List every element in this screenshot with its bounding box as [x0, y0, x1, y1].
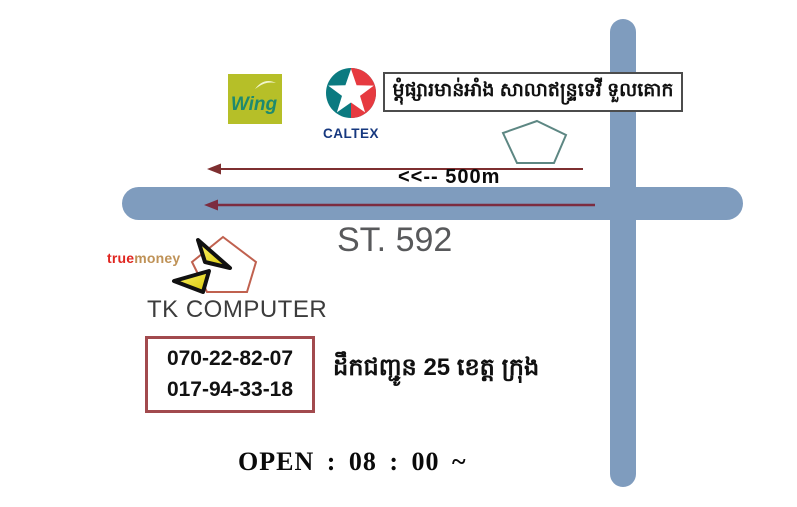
caltex-wordmark: CALTEX	[323, 126, 379, 141]
tk-dart-icon-bottom	[172, 269, 211, 294]
wing-wordmark: Wing	[231, 94, 278, 115]
tk-pentagon-outline	[190, 235, 258, 293]
distance-label: <<-- 500m	[398, 166, 501, 188]
wing-logo: Wing	[228, 74, 282, 124]
phone-numbers-box: 070-22-82-07 017-94-33-18	[145, 336, 315, 413]
road-horizontal-st592	[122, 187, 743, 220]
caltex-star-icon	[326, 68, 376, 118]
tk-dart-icon-top	[196, 238, 232, 270]
street-name: ST. 592	[337, 221, 453, 259]
landmark-label-box: ម្តុំផ្សារមាន់អាំង សាលាឥន្ទ្រទេវី ទួលគោក	[383, 72, 683, 112]
business-name: TK COMPUTER	[147, 296, 328, 323]
landmark-label-text: ម្តុំផ្សារមាន់អាំង សាលាឥន្ទ្រទេវី ទួលគោក	[392, 80, 674, 101]
phone-number-2: 017-94-33-18	[166, 378, 294, 402]
truemoney-wordmark-true: true	[107, 250, 135, 266]
delivery-note: ដឹកជញ្ជូន 25 ខេត្ត ក្រុង	[333, 354, 540, 381]
wing-logo-icon: Wing	[228, 74, 282, 124]
direction-arrow-500m	[207, 163, 583, 175]
phone-number-1: 070-22-82-07	[166, 346, 294, 370]
truemoney-logo: truemoney	[107, 250, 180, 266]
building-marker-pentagon	[501, 119, 568, 164]
caltex-logo: CALTEX	[323, 66, 379, 141]
truemoney-wordmark-money: money	[134, 250, 181, 266]
open-hours: OPEN : 08 : 00 ~	[238, 447, 467, 476]
tk-computer-logo	[172, 235, 258, 294]
wing-bird-icon	[255, 81, 276, 89]
